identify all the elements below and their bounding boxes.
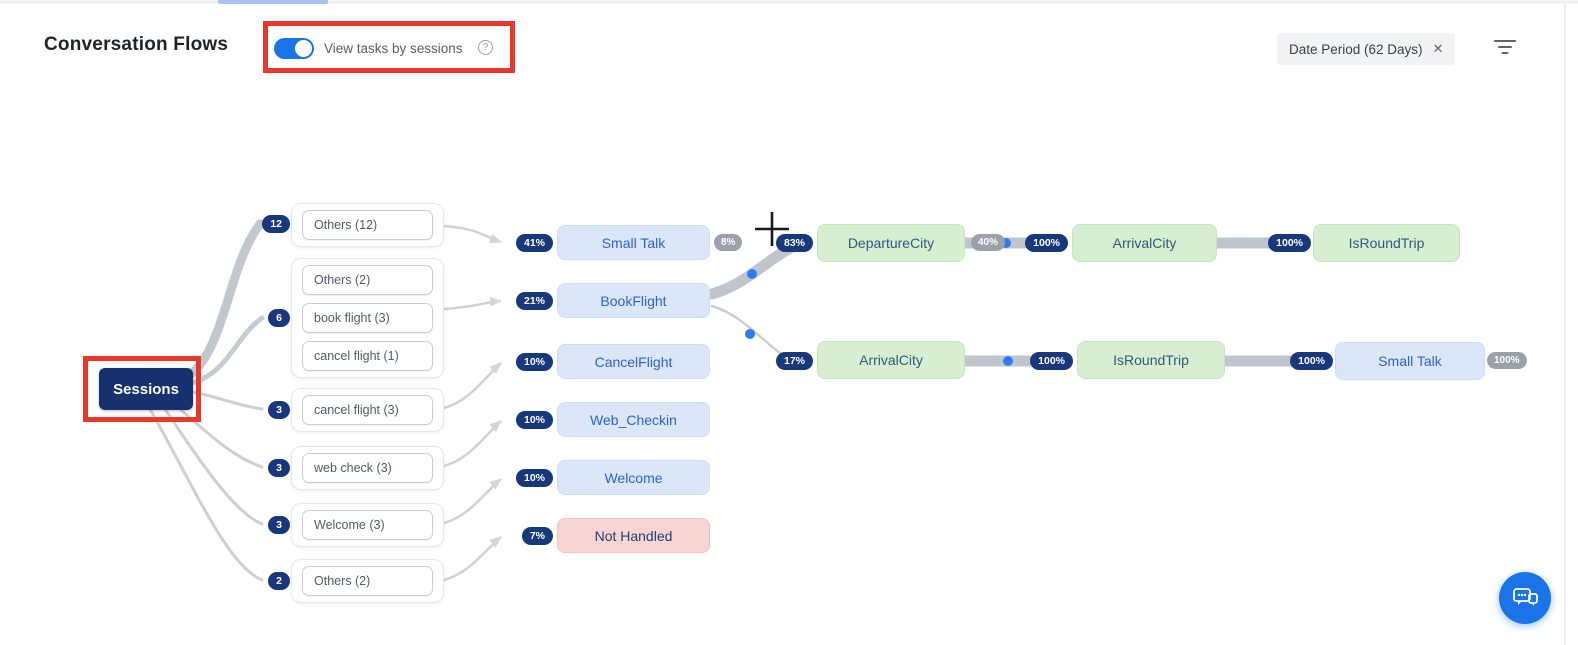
count-badge: 3 (268, 459, 290, 477)
count-badge: 3 (268, 516, 290, 534)
link-sessions-g2 (189, 315, 265, 386)
link-g3-cancelflight (443, 362, 502, 410)
percent-badge: 83% (775, 234, 813, 252)
annotation-box-sessions (83, 356, 201, 422)
percent-badge: 100% (1025, 234, 1068, 252)
link-sessions-g6 (148, 407, 264, 582)
crosshair-cursor (755, 212, 789, 246)
link-g4-webcheckin (443, 420, 502, 468)
percent-badge: 100% (1030, 352, 1073, 370)
filter-line (1498, 46, 1512, 49)
utterance-group: Others (12) (291, 203, 444, 247)
node-small-talk-2[interactable]: Small Talk (1335, 342, 1485, 380)
dropoff-badge: 40% (971, 234, 1006, 251)
percent-badge: 10% (515, 411, 553, 429)
percent-badge: 7% (521, 527, 553, 545)
utterance-item[interactable]: web check (3) (302, 453, 433, 483)
waypoint-dot[interactable] (1003, 356, 1013, 366)
task-node-not-handled[interactable]: Not Handled (557, 518, 710, 553)
task-node-bookflight[interactable]: BookFlight (557, 283, 710, 318)
utterance-item[interactable]: Others (12) (302, 210, 433, 240)
sessions-root-node[interactable]: Sessions (99, 368, 193, 410)
date-period-chip[interactable]: Date Period (62 Days) ✕ (1277, 33, 1456, 65)
active-tab-indicator (218, 0, 328, 4)
waypoint-dot[interactable] (745, 329, 755, 339)
utterance-group: web check (3) (291, 446, 444, 490)
help-icon[interactable]: ? (478, 40, 493, 55)
percent-badge: 10% (515, 469, 553, 487)
date-period-label: Date Period (62 Days) (1289, 41, 1423, 57)
link-sessions-g1 (185, 219, 265, 380)
waypoint-dot[interactable] (747, 269, 757, 279)
utterance-group: Welcome (3) (291, 503, 444, 547)
utterance-group: Others (2) book flight (3) cancel flight… (291, 258, 444, 378)
percent-badge: 21% (515, 292, 553, 310)
page-title: Conversation Flows (44, 34, 229, 55)
task-node-cancelflight[interactable]: CancelFlight (557, 344, 710, 379)
utterance-group: cancel flight (3) (291, 388, 444, 432)
utterance-item[interactable]: Others (2) (302, 265, 433, 295)
link-g6-nothandled (443, 536, 502, 582)
link-sessions-g5 (163, 407, 264, 526)
percent-badge: 17% (775, 352, 813, 370)
utterance-item[interactable]: Welcome (3) (302, 510, 433, 540)
view-tasks-by-sessions-toggle[interactable] (274, 38, 314, 59)
utterance-item[interactable]: book flight (3) (302, 303, 433, 333)
right-panel-divider (1564, 0, 1566, 645)
link-g1-smalltalk (443, 224, 502, 244)
dropoff-badge: 8% (714, 234, 743, 251)
toggle-label: View tasks by sessions (324, 41, 463, 56)
filter-icon[interactable] (1494, 40, 1516, 56)
chat-bubbles-icon (1513, 588, 1538, 606)
count-badge: 12 (262, 215, 290, 233)
utterance-group: Others (2) (291, 559, 444, 603)
filter-line (1501, 52, 1509, 55)
percent-badge: 10% (515, 353, 553, 371)
task-node-welcome[interactable]: Welcome (557, 460, 710, 495)
chat-widget-button[interactable] (1499, 572, 1551, 624)
node-arrivalcity-2[interactable]: ArrivalCity (817, 341, 965, 379)
link-sessions-g3 (191, 390, 264, 411)
node-isroundtrip-2[interactable]: IsRoundTrip (1077, 341, 1225, 379)
dropoff-badge: 100% (1487, 352, 1527, 369)
count-badge: 2 (268, 572, 290, 590)
node-arrivalcity[interactable]: ArrivalCity (1072, 224, 1217, 262)
utterance-item[interactable]: cancel flight (3) (302, 395, 433, 425)
node-isroundtrip[interactable]: IsRoundTrip (1313, 224, 1460, 262)
link-g2-bookflight (443, 296, 502, 311)
toggle-knob (295, 40, 312, 57)
annotation-box-toggle (263, 21, 515, 73)
count-badge: 3 (268, 401, 290, 419)
percent-badge: 100% (1290, 352, 1333, 370)
percent-badge: 100% (1268, 234, 1311, 252)
task-node-web-checkin[interactable]: Web_Checkin (557, 402, 710, 437)
percent-badge: 41% (515, 234, 553, 252)
link-g5-welcome (443, 478, 502, 525)
filter-line (1494, 40, 1516, 43)
node-departurecity[interactable]: DepartureCity (817, 224, 965, 262)
utterance-item[interactable]: Others (2) (302, 566, 433, 596)
task-node-small-talk[interactable]: Small Talk (557, 225, 710, 260)
count-badge: 6 (268, 309, 290, 327)
top-border (0, 0, 1578, 3)
close-icon[interactable]: ✕ (1432, 41, 1444, 56)
utterance-item[interactable]: cancel flight (1) (302, 341, 433, 371)
